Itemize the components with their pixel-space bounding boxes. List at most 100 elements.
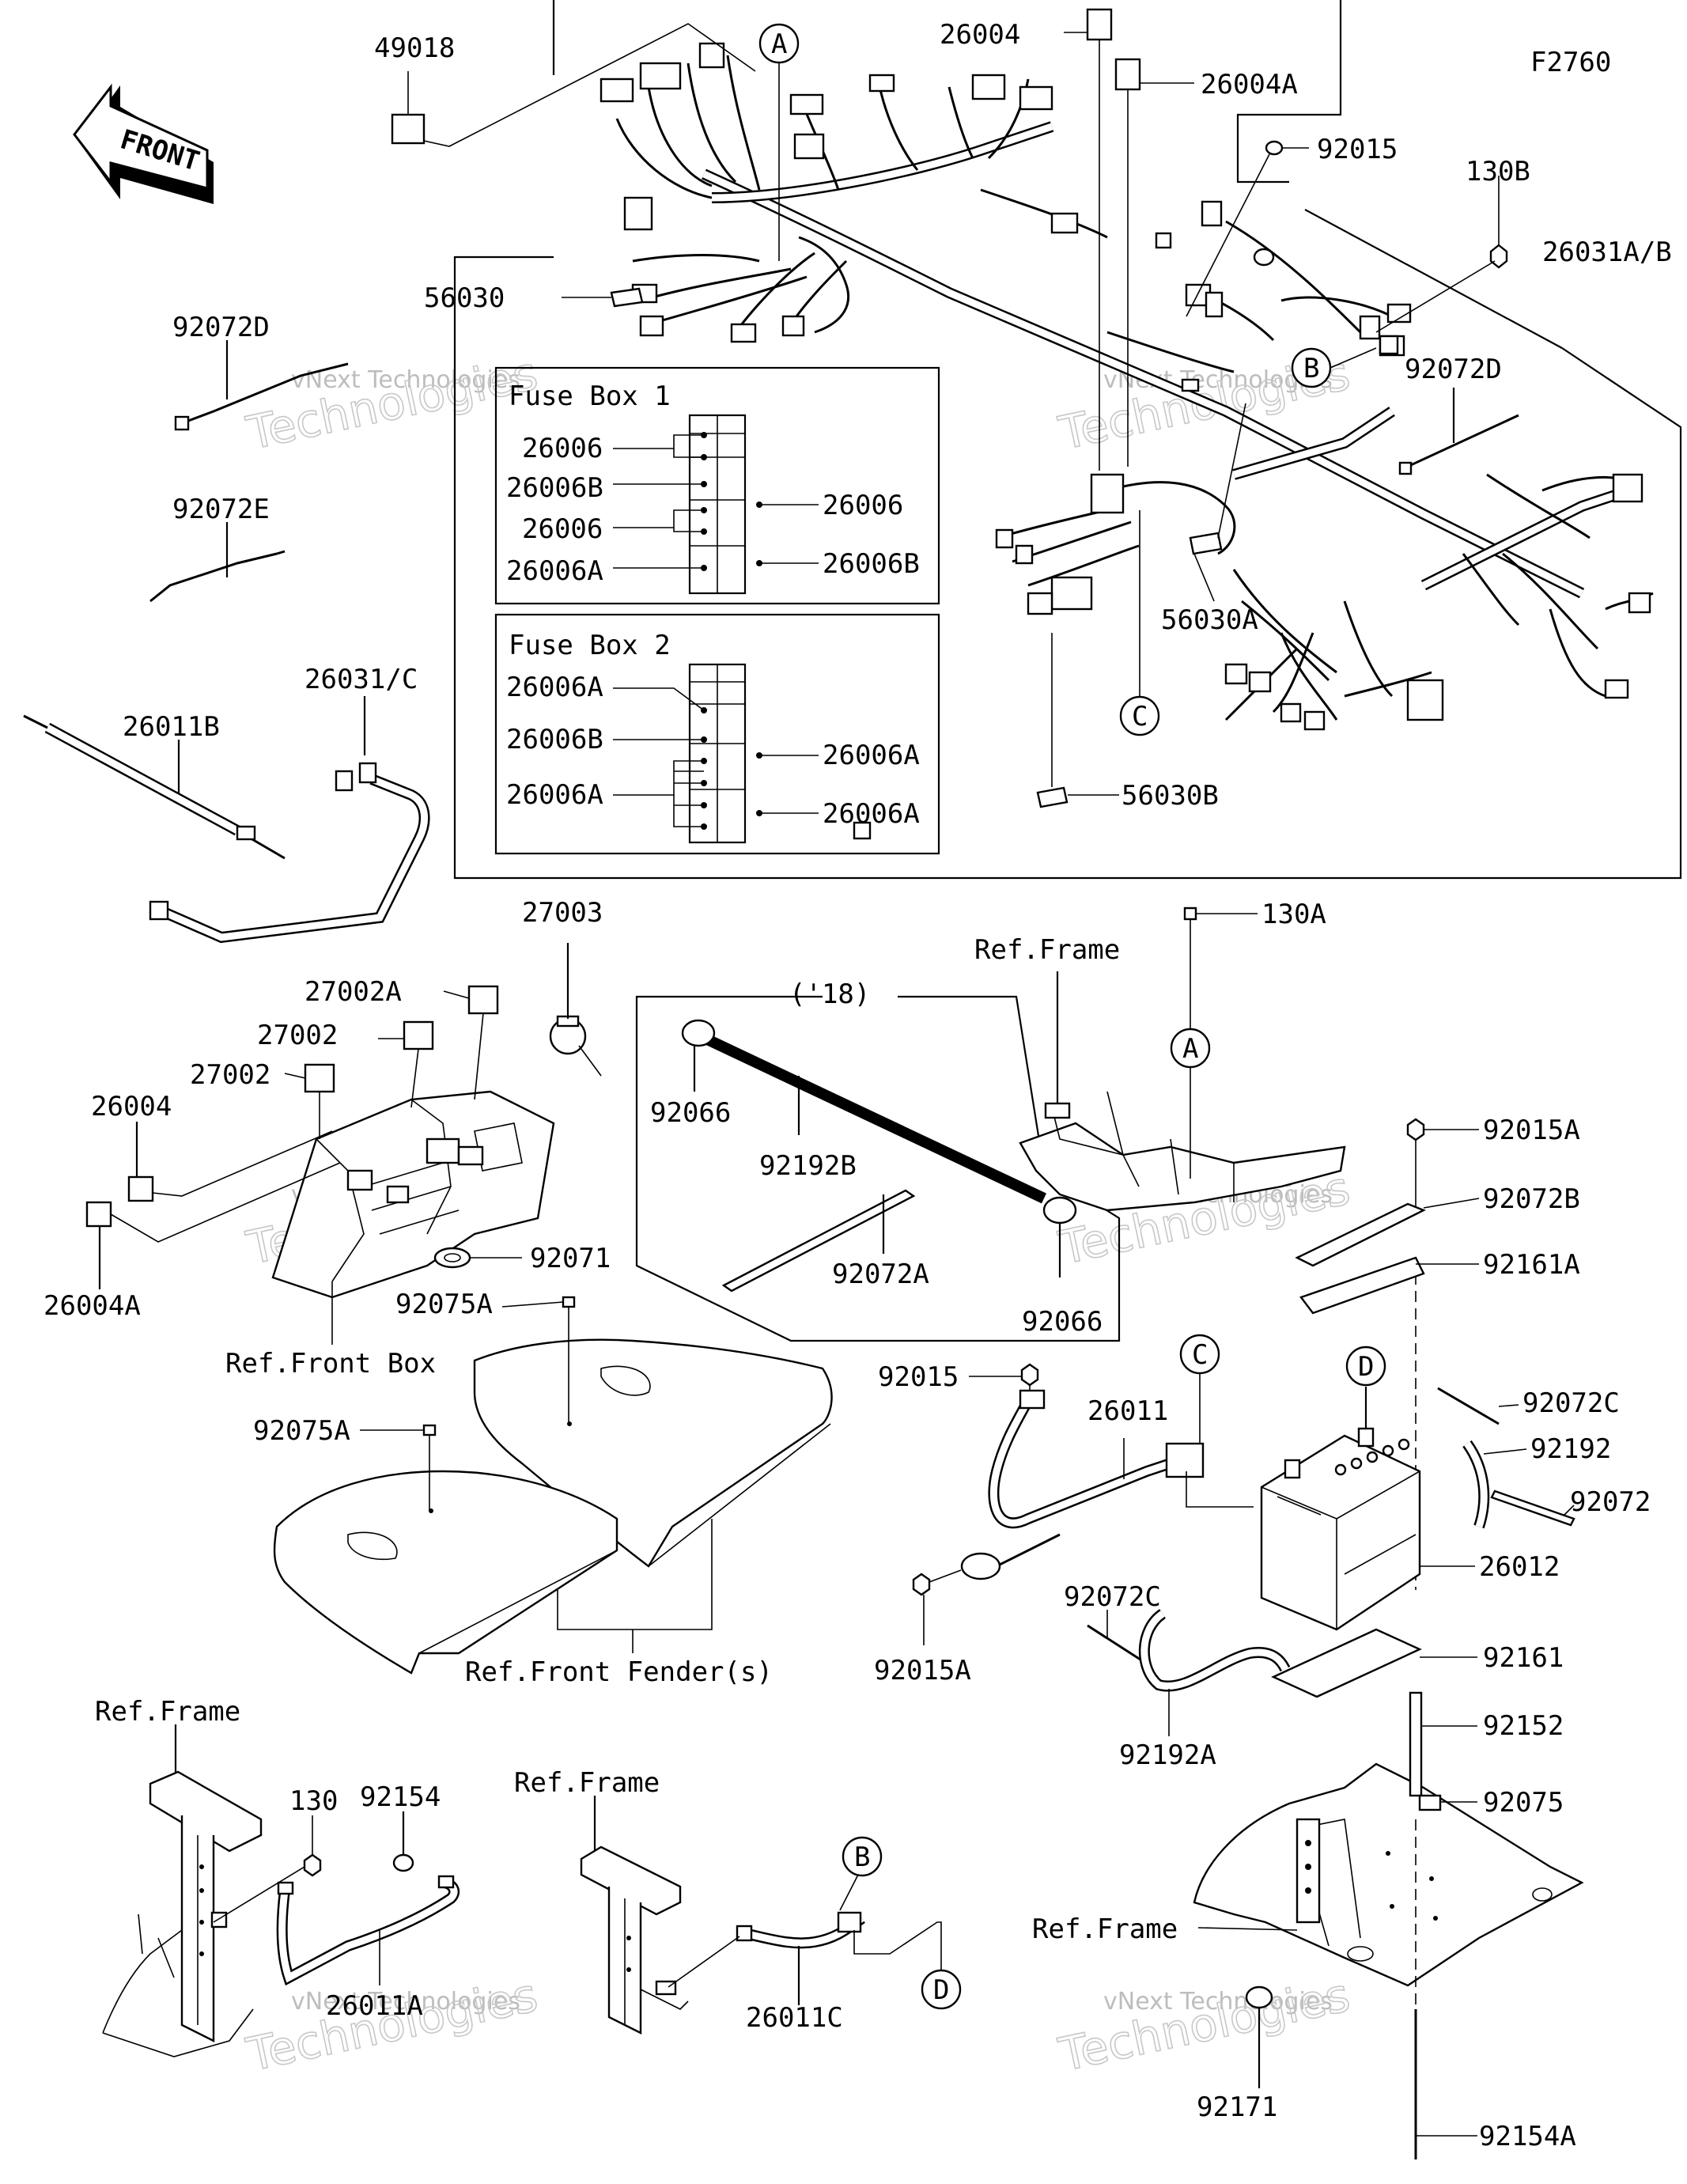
label-92015-mid: 92015 xyxy=(878,1361,959,1393)
label-ref-frame-br: Ref.Frame xyxy=(1032,1913,1178,1945)
fuse2-left-0: 26006A xyxy=(506,672,603,703)
part-92072D-left xyxy=(174,340,349,431)
label-56030: 56030 xyxy=(424,282,505,314)
label-92072B: 92072B xyxy=(1483,1183,1580,1215)
label-130: 130 xyxy=(289,1785,338,1817)
callout-B-bottom: B xyxy=(842,1836,883,1877)
label-92161A: 92161A xyxy=(1483,1249,1580,1281)
label-92066-2: 92066 xyxy=(1022,1306,1103,1338)
frame-bottom-left xyxy=(102,1724,460,2057)
label-92015A-mid: 92015A xyxy=(874,1655,971,1686)
label-92072C-left: 92072C xyxy=(1064,1581,1161,1613)
fuse1-right-1: 26006B xyxy=(823,548,920,580)
label-130B: 130B xyxy=(1466,156,1530,187)
label-26004-top: 26004 xyxy=(940,19,1020,51)
battery-area: C D xyxy=(912,1118,1584,2159)
label-92161: 92161 xyxy=(1483,1642,1564,1674)
label-92072E: 92072E xyxy=(172,494,270,525)
diagram-code: F2760 xyxy=(1530,47,1611,78)
label-26004A-left: 26004A xyxy=(43,1290,141,1322)
label-92152: 92152 xyxy=(1483,1710,1564,1742)
label-ref-frame-top: Ref.Frame xyxy=(974,934,1120,966)
main-harness-group xyxy=(391,0,1682,880)
label-ref-frame-bl: Ref.Frame xyxy=(95,1696,240,1728)
callout-D-text: D xyxy=(933,1974,949,2006)
label-26011A: 26011A xyxy=(326,1990,423,2022)
label-92072D-right: 92072D xyxy=(1405,354,1502,385)
label-92192B: 92192B xyxy=(759,1150,857,1182)
fuse1-left-0: 26006 xyxy=(522,433,603,464)
fuse-box-2: Fuse Box 2 26006A 26006B 26006A 26006A 2… xyxy=(494,613,940,855)
label-49018: 49018 xyxy=(374,32,455,64)
fuse1-left-2: 26006 xyxy=(522,513,603,545)
label-92075: 92075 xyxy=(1483,1787,1564,1819)
fuse-box-1: Fuse Box 1 26006 26006B 26006 26006A 260… xyxy=(494,366,940,605)
watermark-text: vNext Technologies xyxy=(1103,1988,1333,2016)
callout-A-mid: A xyxy=(1170,1028,1211,1069)
label-92192: 92192 xyxy=(1530,1433,1611,1465)
fuse-box-1-title: Fuse Box 1 xyxy=(509,380,671,412)
label-92015-top: 92015 xyxy=(1317,134,1398,165)
label-92154: 92154 xyxy=(360,1781,441,1813)
year-18-box: ('18) xyxy=(635,978,1121,1342)
label-26004A-top: 26004A xyxy=(1201,69,1298,100)
callout-C-top: C xyxy=(1119,510,1160,736)
callout-A-top: A xyxy=(758,23,800,261)
fuse1-right-0: 26006 xyxy=(823,490,903,521)
label-26011C: 26011C xyxy=(746,2002,843,2034)
label-92071: 92071 xyxy=(530,1243,611,1274)
part-92072E xyxy=(149,522,286,603)
fuse2-right-0: 26006A xyxy=(823,740,920,771)
label-26004-left: 26004 xyxy=(91,1091,172,1122)
year-note: ('18) xyxy=(789,978,870,1010)
label-56030A: 56030A xyxy=(1161,604,1258,636)
part-26031C xyxy=(149,696,430,944)
label-92072D-left: 92072D xyxy=(172,312,270,343)
label-27003: 27003 xyxy=(522,897,603,929)
callout-D-bottom: D xyxy=(921,1969,962,2010)
label-27002-2: 27002 xyxy=(190,1059,270,1091)
front-box-group xyxy=(85,943,602,1345)
fuse-box-2-title: Fuse Box 2 xyxy=(509,630,671,661)
callout-C-text: C xyxy=(1132,701,1148,732)
label-ref-front-fenders: Ref.Front Fender(s) xyxy=(465,1656,773,1688)
watermark-text-big: Technologies xyxy=(1054,1968,1355,2082)
fuse2-left-1: 26006B xyxy=(506,724,603,755)
label-ref-frame-bm: Ref.Frame xyxy=(514,1767,660,1799)
label-27002-1: 27002 xyxy=(257,1020,338,1051)
callout-C-text: C xyxy=(1192,1339,1208,1371)
part-26011B xyxy=(23,714,286,860)
label-26031C: 26031/C xyxy=(304,664,418,695)
label-26011: 26011 xyxy=(1087,1395,1168,1427)
fuse1-left-3: 26006A xyxy=(506,555,603,587)
fuse2-left-2: 26006A xyxy=(506,779,603,811)
label-130A: 130A xyxy=(1261,899,1326,930)
label-92072: 92072 xyxy=(1570,1486,1651,1518)
label-92192A: 92192A xyxy=(1119,1739,1216,1771)
callout-A-text: A xyxy=(771,28,787,60)
label-92015A-top: 92015A xyxy=(1483,1115,1580,1146)
label-56030B: 56030B xyxy=(1122,780,1219,812)
label-92066-1: 92066 xyxy=(650,1097,731,1129)
callout-A-text: A xyxy=(1182,1033,1198,1065)
callout-D-text: D xyxy=(1358,1351,1374,1383)
fuse1-left-1: 26006B xyxy=(506,472,603,504)
callout-B-top: B xyxy=(1291,347,1377,388)
watermark-text-big: Technologies xyxy=(242,1968,543,2082)
label-26011B: 26011B xyxy=(123,711,220,743)
label-27002A: 27002A xyxy=(304,976,402,1008)
watermark-text: vNext Technologies xyxy=(291,366,520,394)
front-arrow-icon: FRONT xyxy=(73,83,214,204)
label-92154A: 92154A xyxy=(1479,2121,1576,2152)
front-fenders-group xyxy=(273,1296,833,1675)
label-26012: 26012 xyxy=(1479,1551,1560,1583)
callout-B-text: B xyxy=(854,1841,870,1873)
label-92072A: 92072A xyxy=(832,1259,929,1290)
watermark-text-big: Technologies xyxy=(242,346,543,460)
watermark-text: vNext Technologies xyxy=(291,1988,520,2016)
frame-bottom-middle xyxy=(580,1796,942,2034)
callout-B-text: B xyxy=(1303,353,1319,384)
label-92171: 92171 xyxy=(1197,2091,1277,2123)
